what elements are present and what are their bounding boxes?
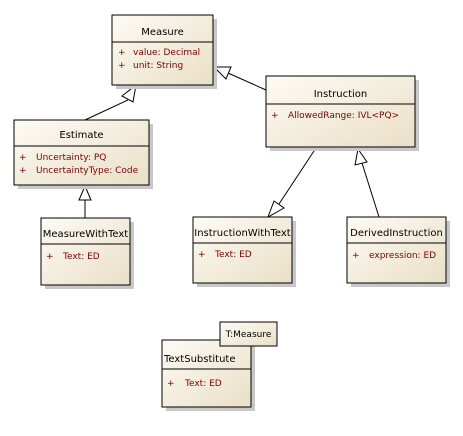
hollow-arrowhead-icon: [78, 184, 92, 201]
visibility-marker: +: [352, 251, 360, 261]
generalization-measurewithtext-to-estimate[interactable]: [78, 184, 92, 218]
visibility-marker: +: [118, 61, 126, 71]
template-parameter-box[interactable]: T:Measure: [219, 321, 278, 347]
class-measure[interactable]: Measure + value: Decimal + unit: String: [111, 14, 217, 89]
class-attribute: value: Decimal: [133, 48, 200, 58]
visibility-marker: +: [118, 48, 126, 58]
visibility-marker: +: [271, 111, 279, 121]
class-attribute: unit: String: [133, 61, 183, 71]
class-measure-with-text[interactable]: MeasureWithText + Text: ED: [40, 217, 134, 289]
visibility-marker: +: [19, 153, 27, 163]
class-attribute: Text: ED: [214, 250, 252, 260]
visibility-marker: +: [167, 379, 175, 389]
class-attribute: UncertaintyType: Code: [36, 166, 139, 176]
generalization-derivedinstruction-to-instruction[interactable]: [354, 147, 380, 218]
class-name: TextSubstitute: [163, 354, 236, 365]
hollow-arrowhead-icon: [121, 83, 137, 103]
generalization-instruction-to-measure[interactable]: [212, 66, 267, 91]
visibility-marker: +: [198, 250, 206, 260]
class-instruction[interactable]: Instruction + AllowedRange: IVL<PQ>: [265, 75, 419, 151]
class-attribute: AllowedRange: IVL<PQ>: [288, 111, 399, 121]
class-text-substitute[interactable]: TextSubstitute + Text: ED: [161, 339, 255, 411]
class-derived-instruction[interactable]: DerivedInstruction + expression: ED: [346, 216, 450, 287]
class-attribute: Uncertainty: PQ: [36, 153, 106, 163]
hollow-arrowhead-icon: [212, 66, 232, 80]
template-parameter-label: T:Measure: [225, 330, 272, 340]
class-name: MeasureWithText: [43, 229, 129, 240]
class-instruction-with-text[interactable]: InstructionWithText + Text: ED: [192, 216, 296, 287]
hollow-arrowhead-icon: [354, 147, 368, 166]
class-attribute: expression: ED: [369, 251, 436, 261]
class-name: Estimate: [59, 130, 103, 141]
class-name: InstructionWithText: [194, 228, 291, 239]
hollow-arrowhead-icon: [267, 200, 285, 219]
class-attribute: Text: ED: [62, 252, 100, 262]
visibility-marker: +: [19, 166, 27, 176]
class-attribute: Text: ED: [184, 379, 222, 389]
class-name: Measure: [141, 27, 184, 38]
class-estimate[interactable]: Estimate + Uncertainty: PQ + Uncertainty…: [13, 119, 153, 189]
generalization-instructionwithtext-to-instruction[interactable]: [267, 147, 317, 219]
generalization-estimate-to-measure[interactable]: [84, 83, 137, 121]
class-name: DerivedInstruction: [350, 228, 443, 239]
class-name: Instruction: [314, 89, 368, 100]
visibility-marker: +: [46, 252, 54, 262]
